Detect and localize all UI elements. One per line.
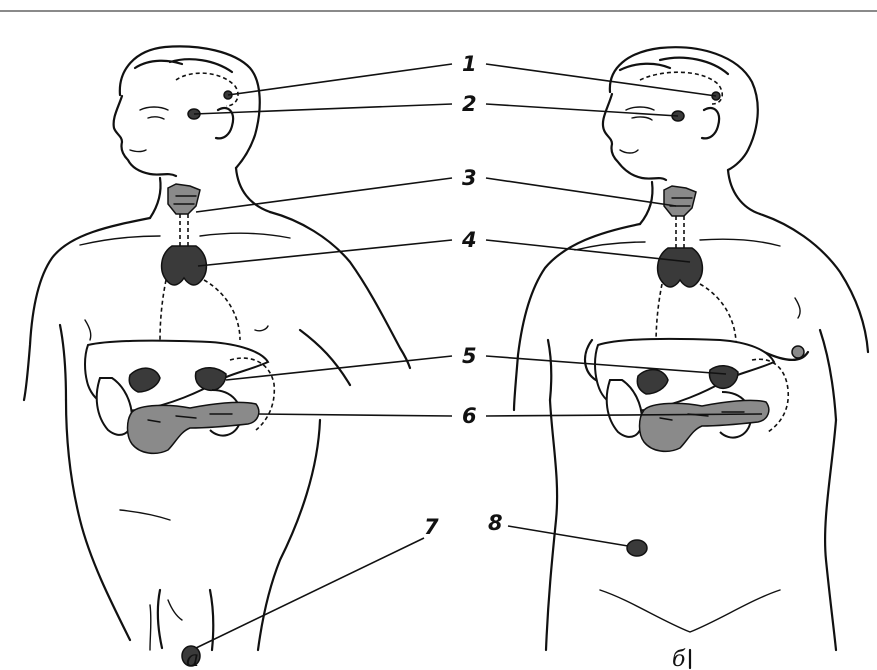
callout-5: 5 <box>462 344 477 368</box>
female-thymus-gland <box>658 248 703 287</box>
callout-6: 6 <box>462 404 477 428</box>
male-glands <box>85 73 274 666</box>
male-thyroid-gland <box>168 184 200 214</box>
callout-3: 3 <box>462 166 477 190</box>
callout-1: 1 <box>462 52 477 76</box>
callout-2: 2 <box>462 92 477 116</box>
female-thyroid-gland <box>664 186 696 216</box>
callout-numbers: 1 2 3 4 5 6 7 8 <box>424 52 503 539</box>
panel-label-a: а <box>186 647 199 670</box>
panel-label-b: б <box>672 647 686 670</box>
callout-7: 7 <box>424 515 439 539</box>
female-ovary <box>627 540 647 556</box>
callout-8: 8 <box>488 511 503 535</box>
female-adrenal-right <box>709 366 738 389</box>
callout-4: 4 <box>461 228 477 252</box>
male-adrenal-right <box>196 368 227 391</box>
male-pancreas <box>128 402 259 453</box>
female-glands <box>595 72 788 556</box>
